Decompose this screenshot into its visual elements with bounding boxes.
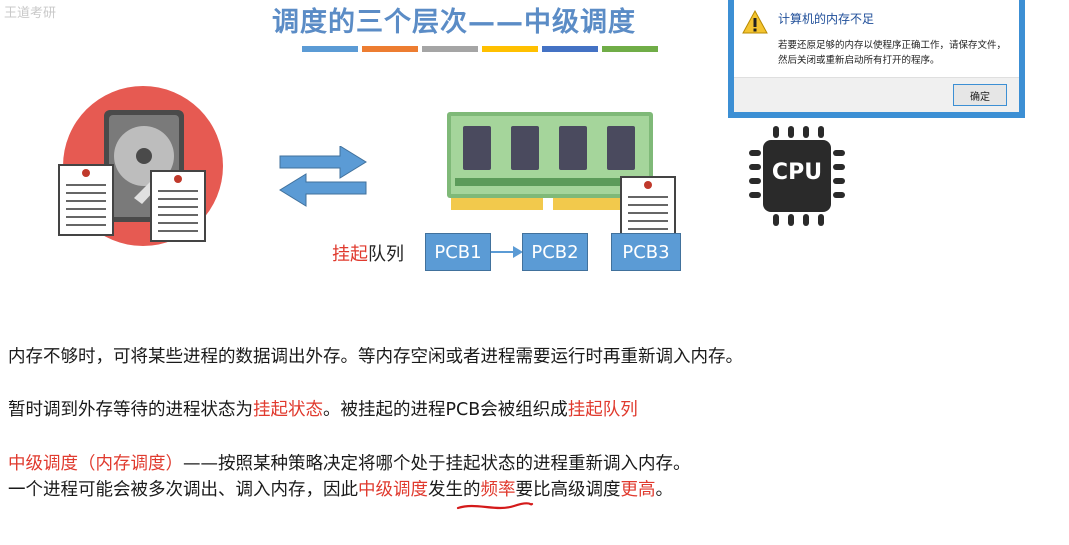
- title-bar-1: [302, 46, 358, 52]
- dialog-message: 若要还原足够的内存以使程序正确工作，请保存文件，然后关闭或重新启动所有打开的程序…: [778, 40, 1007, 66]
- swap-arrows-icon: [279, 146, 367, 207]
- document-icon: [58, 164, 114, 236]
- title-bar-2: [362, 46, 418, 52]
- memory-stick-icon: [447, 112, 653, 212]
- ok-button[interactable]: 确定: [953, 84, 1007, 106]
- text-line-3: 中级调度（内存调度）——按照某种策略决定将哪个处于挂起状态的进程重新调入内存。: [8, 450, 691, 475]
- text-line-4-a: 一个进程可能会被多次调出、调入内存，因此: [8, 480, 358, 500]
- dialog-footer: 确定: [734, 77, 1019, 112]
- suspend-queue-label-red: 挂起: [332, 244, 368, 265]
- title-bar-3: [422, 46, 478, 52]
- title-bar-6: [602, 46, 658, 52]
- text-line-2-c: 。被挂起的进程PCB会被组织成: [323, 400, 568, 420]
- watermark: 王道考研: [4, 6, 57, 21]
- text-line-2: 暂时调到外存等待的进程状态为挂起状态。被挂起的进程PCB会被组织成挂起队列: [8, 396, 638, 421]
- suspend-queue-term: 挂起队列: [567, 400, 638, 420]
- title-bar-4: [482, 46, 538, 52]
- cpu-icon: CPU: [745, 126, 849, 226]
- warning-icon: [742, 10, 768, 34]
- pcb-box: PCB3: [611, 233, 681, 271]
- frequency-term: 频率: [480, 480, 516, 500]
- text-line-4: 一个进程可能会被多次调出、调入内存，因此中级调度发生的频率要比高级调度更高。: [8, 476, 673, 501]
- pcb-box: PCB1: [425, 233, 491, 271]
- handwritten-underline: [456, 502, 534, 510]
- document-icon: [620, 176, 676, 248]
- pcb-box: PCB2: [522, 233, 588, 271]
- medium-term-scheduling-term: 中级调度（内存调度）: [8, 454, 183, 474]
- arrow-right-icon: [491, 246, 523, 258]
- suspended-state-term: 挂起状态: [253, 400, 323, 420]
- suspend-queue-label-black: 队列: [368, 244, 404, 265]
- dialog-title: 计算机的内存不足: [778, 12, 875, 26]
- text-line-4-g: 。: [655, 480, 674, 500]
- text-line-4-e: 要比高级调度: [515, 480, 621, 500]
- title-bar-5: [542, 46, 598, 52]
- medium-term-scheduling-emphasis: 中级调度: [358, 480, 428, 500]
- suspend-queue-label: 挂起队列: [332, 240, 404, 266]
- text-line-3-b: ——按照某种策略决定将哪个处于挂起状态的进程重新调入内存。: [183, 454, 691, 474]
- higher-term: 更高: [620, 480, 656, 500]
- low-memory-dialog: 计算机的内存不足 若要还原足够的内存以使程序正确工作，请保存文件，然后关闭或重新…: [728, 0, 1025, 118]
- document-icon: [150, 170, 206, 242]
- cpu-label: CPU: [771, 160, 823, 185]
- text-line-4-c: 发生的: [428, 480, 481, 500]
- text-line-2-a: 暂时调到外存等待的进程状态为: [8, 400, 253, 420]
- text-line-1: 内存不够时，可将某些进程的数据调出外存。等内存空闲或者进程需要运行时再重新调入内…: [8, 347, 743, 367]
- slide-title: 调度的三个层次——中级调度: [272, 7, 636, 38]
